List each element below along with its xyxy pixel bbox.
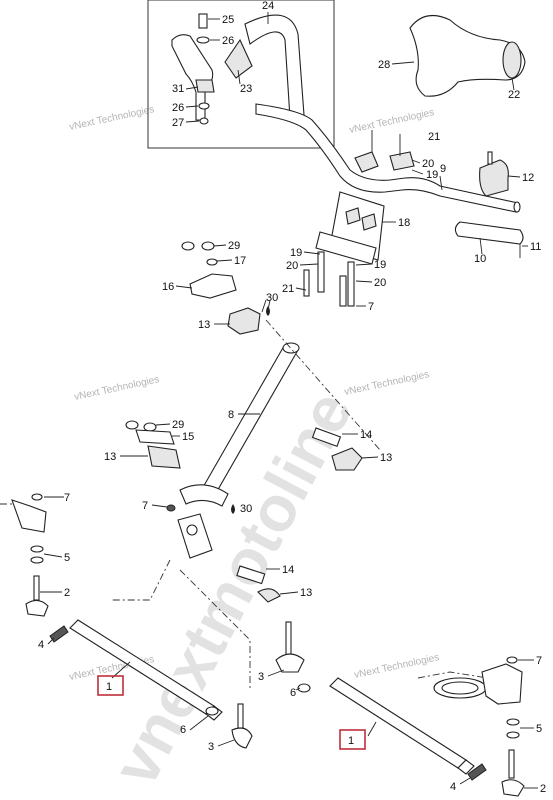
callout-7: 7 bbox=[142, 500, 148, 512]
riser-plate bbox=[315, 191, 396, 265]
right-tie-rod-end bbox=[417, 656, 538, 797]
callout-6: 6 bbox=[290, 687, 296, 699]
callout-1[interactable]: 1 bbox=[348, 735, 354, 747]
handlebar-clamps bbox=[354, 130, 424, 175]
upper-clamp bbox=[175, 273, 271, 335]
callout-12: 12 bbox=[522, 172, 534, 184]
callout-7: 7 bbox=[64, 492, 70, 504]
callout-22: 22 bbox=[508, 89, 520, 101]
throttle-grip bbox=[454, 151, 528, 258]
watermark-small: vNext Technologies bbox=[348, 107, 435, 136]
callout-25: 25 bbox=[222, 14, 234, 26]
watermark-small: vNext Technologies bbox=[343, 369, 430, 398]
callout-30: 30 bbox=[266, 292, 278, 304]
callout-21: 21 bbox=[428, 131, 440, 143]
callout-5: 5 bbox=[64, 552, 70, 564]
callout-19: 19 bbox=[290, 247, 302, 259]
callout-3: 3 bbox=[258, 671, 264, 683]
callout-4: 4 bbox=[450, 781, 456, 793]
callout-14: 14 bbox=[360, 429, 372, 441]
callout-28: 28 bbox=[378, 59, 390, 71]
callout-4: 4 bbox=[38, 639, 44, 651]
riser-bolts bbox=[295, 251, 373, 307]
callout-13: 13 bbox=[300, 587, 312, 599]
handlebar bbox=[255, 103, 521, 213]
center-tie-rod-end bbox=[267, 621, 311, 693]
watermark-small: vNext Technologies bbox=[353, 652, 440, 681]
lower-link bbox=[236, 565, 299, 603]
callout-30: 30 bbox=[240, 503, 252, 515]
callout-2: 2 bbox=[64, 587, 70, 599]
handlebar-pad bbox=[391, 14, 526, 97]
callout-24: 24 bbox=[262, 0, 274, 12]
lower-mount bbox=[151, 484, 229, 559]
watermark-small: vNext Technologies bbox=[73, 374, 160, 403]
tie-rod-right bbox=[329, 677, 475, 775]
callout-29: 29 bbox=[228, 240, 240, 252]
callout-20: 20 bbox=[286, 260, 298, 272]
grease-drop-icon bbox=[231, 504, 235, 514]
callout-7: 7 bbox=[368, 301, 374, 313]
callout-6: 6 bbox=[180, 724, 186, 736]
callout-13: 13 bbox=[380, 452, 392, 464]
callout-17: 17 bbox=[234, 255, 246, 267]
callout-14: 14 bbox=[282, 564, 294, 576]
callout-9: 9 bbox=[440, 163, 446, 175]
left-tie-rod-end bbox=[0, 493, 69, 645]
callout-8: 8 bbox=[228, 409, 234, 421]
assembly-axis bbox=[179, 569, 251, 690]
callout-27: 27 bbox=[172, 117, 184, 129]
mid-clamps bbox=[120, 420, 379, 471]
callout-20: 20 bbox=[374, 277, 386, 289]
callout-15: 15 bbox=[182, 431, 194, 443]
callout-13: 13 bbox=[104, 451, 116, 463]
highlight-box-part-1[interactable] bbox=[97, 675, 124, 696]
inset-frame bbox=[147, 0, 335, 149]
callout-11: 11 bbox=[530, 241, 541, 253]
assembly-axis bbox=[110, 559, 171, 601]
grease-drop-icon bbox=[266, 306, 270, 316]
callout-5: 5 bbox=[536, 723, 542, 735]
highlight-box-part-1[interactable] bbox=[339, 729, 366, 750]
callout-1[interactable]: 1 bbox=[106, 681, 112, 693]
callout-labels: 25 24 26 23 31 26 27 28 22 21 20 19 9 12… bbox=[38, 0, 546, 795]
callout-2: 2 bbox=[540, 783, 546, 795]
callout-26: 26 bbox=[172, 102, 184, 114]
callout-26: 26 bbox=[222, 35, 234, 47]
nuts-top bbox=[181, 241, 233, 266]
callout-31: 31 bbox=[172, 83, 184, 95]
assembly-axis bbox=[265, 319, 381, 451]
callout-19: 19 bbox=[426, 169, 438, 181]
callout-20: 20 bbox=[422, 158, 434, 170]
callout-7: 7 bbox=[536, 655, 542, 667]
callout-29: 29 bbox=[172, 419, 184, 431]
callout-19: 19 bbox=[374, 259, 386, 271]
callout-13: 13 bbox=[198, 319, 210, 331]
callout-3: 3 bbox=[208, 741, 214, 753]
inset-handlebar-clamp bbox=[171, 12, 305, 125]
callout-23: 23 bbox=[240, 83, 252, 95]
callout-16: 16 bbox=[162, 281, 174, 293]
watermark-small: vNext Technologies bbox=[68, 104, 155, 133]
callout-21: 21 bbox=[282, 283, 294, 295]
callout-10: 10 bbox=[474, 253, 486, 265]
callout-18: 18 bbox=[398, 217, 410, 229]
left-rod-ends bbox=[189, 703, 253, 749]
